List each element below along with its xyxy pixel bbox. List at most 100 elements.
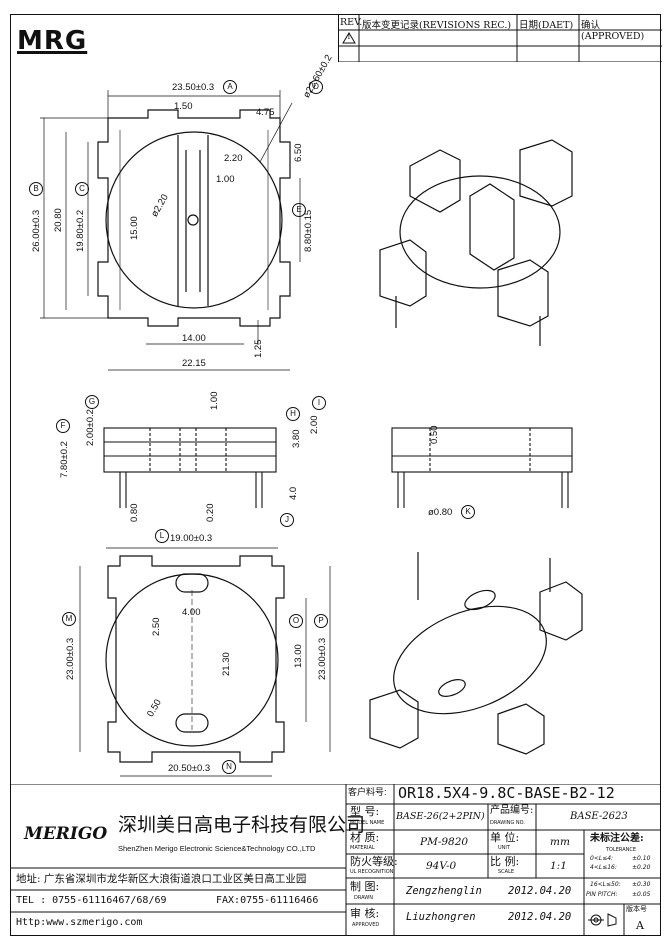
unit-label-en: UNIT [498,845,510,851]
tag-i: I [312,396,326,410]
ul-value: 94V-0 [426,860,457,872]
dim-g: 2.00±0.2 [85,409,96,446]
tag-j: J [280,513,294,527]
dim-125: 1.25 [253,339,264,359]
dim-1500: 15.00 [129,216,140,240]
scale-label: 比 例: [490,855,520,868]
company-name-cn: 深圳美日高电子科技有限公司 [118,814,366,836]
dim-c: 19.80±0.2 [75,209,86,252]
approved-label: 确认(APPROVED) [581,20,645,42]
dim-475: 4.75 [256,107,275,118]
approved-by-label: 审 核: [350,907,380,920]
drawing-no-label: 产品编号: [490,805,534,816]
tag-a: A [223,80,237,94]
tag-b: B [29,182,43,196]
isometric-bottom-view [369,552,583,755]
dim-1400: 14.00 [182,333,206,344]
dim-i: 2.00 [309,415,320,435]
unit-label: 单 位: [490,831,520,844]
tolerance-row4-value: ±0.05 [632,891,651,898]
tag-p: P [314,614,328,628]
dim-020: 0.20 [205,503,216,523]
ul-label-en: UL RECOGNITION [350,869,394,875]
tag-e: E [292,203,306,217]
bottom-view-dims [79,547,331,777]
rev-record-label: 版本变更记录(REVISIONS REC.) [362,20,512,31]
tag-n: N [222,760,236,774]
dim-100: 1.00 [216,174,235,185]
tag-k: K [461,505,475,519]
part-number: OR18.5X4-9.8C-BASE-B2-12 [398,784,615,802]
tolerance-title-en: TOLERANCE [606,847,637,853]
model-label-en: MODEL NAME [350,820,385,826]
dim-k: ø0.80 [428,507,453,518]
approved-by-label-en: APPROVED [352,922,380,928]
dim-650: 6.50 [293,143,304,163]
company-name-en: ShenZhen Merigo Electronic Science&Techn… [118,844,316,853]
dim-050-side: 0.50 [429,425,440,445]
tag-l: L [155,529,169,543]
isometric-top-view [379,139,573,346]
company-fax: FAX:0755-61116466 [216,895,319,906]
revision-table: REV. 版本变更记录(REVISIONS REC.) 日期(DAET) 确认(… [338,14,662,62]
drawn-date: 2012.04.20 [508,885,572,897]
dim-f: 7.80±0.2 [59,441,70,478]
dim-080: 0.80 [129,503,140,523]
merigo-logo: MERIGO [24,824,108,844]
scale-label-en: SCALE [498,869,515,875]
company-address: 地址: 广东省深圳市龙华新区大浪街道浪口工业区美日高工业园 [16,873,307,885]
tag-d: D [309,80,323,94]
dim-2130: 21.30 [221,652,232,676]
tag-m: M [62,612,76,626]
scale-value: 1:1 [550,860,567,872]
dim-250: 2.50 [151,617,162,637]
company-website: Http:www.szmerigo.com [16,917,143,928]
tolerance-row1-label: 0<L≤4: [590,855,614,862]
material-label: 材 质: [350,831,380,844]
drawn-label-en: DRAWN [354,895,373,901]
side-view [103,427,277,508]
title-block-grid [10,784,661,936]
tag-o: O [289,614,303,628]
tag-f: F [56,419,70,433]
model-value: BASE-26(2+2PIN) [396,811,485,822]
tolerance-row4-label: PIN PITCH: [586,891,618,898]
version-value: A [636,919,644,932]
tolerance-row3-label: 16<L≤50: [590,881,621,888]
tag-c: C [75,182,89,196]
model-label: 型 号: [350,805,380,818]
material-value: PM-9820 [420,836,469,848]
version-label: 版本号 [626,905,647,913]
tolerance-row3-value: ±0.30 [632,881,651,888]
approved-date: 2012.04.20 [508,911,572,923]
dim-h: 3.80 [291,429,302,449]
mrg-logo: MRG [17,26,88,56]
date-label: 日期(DAET) [519,20,574,31]
unit-value: mm [550,836,570,848]
top-view-dims [40,90,301,371]
tolerance-title: 未标注公差: [590,833,644,844]
rev-label: REV. [340,17,363,28]
tolerance-row1-value: ±0.10 [632,855,651,862]
dim-220a: 2.20 [224,153,243,164]
bottom-view [105,555,285,763]
customer-no-label: 客户料号: [348,787,387,797]
dim-400: 4.00 [182,607,201,618]
dim-p: 23.00±0.3 [317,637,328,680]
revision-grid [339,14,662,62]
top-view [97,109,291,327]
dim-a: 23.50±0.3 [172,82,215,93]
dim-l: 19.00±0.3 [170,533,213,544]
drawing-frame [10,14,661,936]
tag-h: H [286,407,300,421]
approved-by: Liuzhongren [406,911,476,923]
rev-mark: 1 [347,34,351,41]
title-block: 客户料号: OR18.5X4-9.8C-BASE-B2-12 MERIGO 深圳… [10,784,661,936]
drawn-label: 制 图: [350,880,380,893]
ul-label: 防火等级: [350,855,398,868]
drawing-no-value: BASE-2623 [570,811,628,822]
dim-40: 4.0 [288,486,299,500]
company-tel: TEL : 0755-61116467/68/69 [16,895,167,906]
